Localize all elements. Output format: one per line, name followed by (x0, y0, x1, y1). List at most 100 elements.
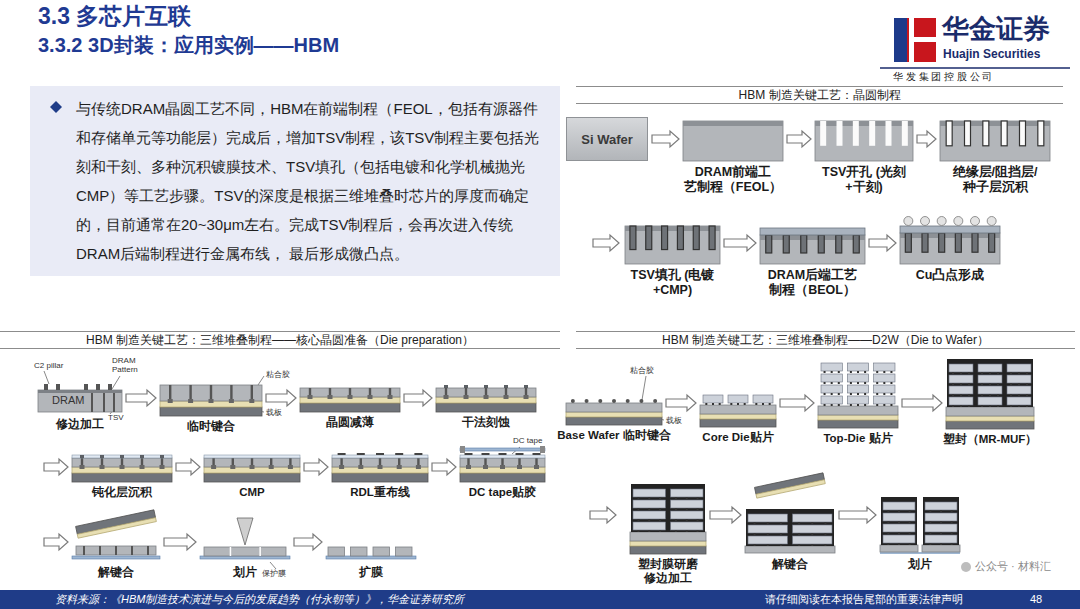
illustration-layer (853, 235, 859, 253)
step-illustration (72, 512, 160, 562)
illustration-layer (338, 453, 346, 455)
illustration-layer (838, 382, 840, 384)
illustration-layer (99, 546, 101, 555)
illustration-layer (416, 465, 421, 469)
illustration-layer (824, 522, 826, 524)
illustration-layer (631, 484, 705, 532)
illustration-layer (288, 465, 293, 469)
illustration-layer (96, 384, 100, 390)
illustration-layer (1018, 372, 1020, 374)
illustration-layer (1007, 386, 1031, 394)
leader-line (270, 562, 276, 569)
illustration-layer (436, 403, 536, 412)
illustration-layer (831, 371, 833, 373)
illustration-layer (883, 382, 885, 384)
illustration-layer (709, 226, 715, 250)
illustration-layer (686, 497, 688, 499)
illustration-layer (637, 519, 639, 521)
illustration-layer (84, 384, 88, 390)
illustration-layer (675, 497, 677, 499)
bump-symbol (971, 217, 980, 226)
illustration-layer (905, 233, 911, 252)
part-label: DRAM (52, 394, 84, 407)
part-label: 保护膜 (262, 569, 286, 578)
illustration-layer (864, 371, 866, 373)
illustration-layer (909, 18, 914, 62)
illustration-layer (388, 395, 393, 399)
illustration-layer (464, 385, 468, 388)
illustration-layer (659, 530, 661, 532)
illustration-layer (169, 385, 171, 401)
illustration-layer (760, 235, 865, 264)
bump-symbol (904, 217, 913, 226)
step-caption: TSV填孔 (电镀+CMP) (623, 268, 723, 298)
illustration-layer (900, 233, 1000, 264)
illustration-layer (1010, 394, 1012, 396)
illustration-layer (326, 556, 416, 559)
step-caption: DC tape贴胶 (458, 486, 548, 500)
step-caption: Cu凸点形成 (900, 268, 1000, 283)
watermark-icon (961, 562, 971, 572)
illustration-layer (633, 511, 666, 519)
illustration-layer (821, 385, 842, 393)
illustration-layer (373, 547, 390, 556)
illustration-layer (1018, 394, 1020, 396)
illustration-layer (968, 394, 970, 396)
illustration-layer (981, 405, 983, 407)
illustration-layer (857, 371, 859, 373)
illustration-layer (824, 371, 826, 373)
illustration-layer (946, 416, 1034, 421)
step-illustration (880, 486, 960, 554)
step-illustration (815, 117, 913, 161)
process-step: 晶圆减薄 (300, 384, 400, 430)
illustration-layer (898, 543, 900, 545)
illustration-layer (952, 383, 954, 385)
illustration-layer (981, 372, 983, 374)
illustration-layer (900, 226, 1000, 233)
illustration-layer (965, 121, 971, 146)
step-illustration (760, 222, 865, 264)
illustration-layer (793, 536, 833, 544)
step-illustration (300, 384, 400, 412)
process-step: Base Wafer 临时键合 (566, 380, 662, 443)
illustration-layer (754, 544, 756, 546)
process-step: 扩膜 (326, 524, 416, 580)
illustration-layer (876, 393, 878, 395)
illustration-layer (230, 385, 232, 401)
illustration-layer (960, 372, 962, 374)
illustration-layer (981, 383, 983, 385)
illustration-layer (997, 405, 999, 407)
illustration-layer (983, 121, 989, 146)
illustration-layer (499, 453, 507, 455)
process-arrow (787, 131, 811, 147)
illustration-layer (811, 533, 813, 535)
illustration-layer (189, 385, 191, 401)
illustration-layer (719, 403, 721, 405)
text-box: 与传统DRAM晶圆工艺不同，HBM在前端制程（FEOL，包括有源器件和存储单元等… (30, 86, 560, 276)
illustration-layer (831, 393, 833, 395)
illustration-layer (890, 404, 892, 406)
illustration-layer (902, 121, 908, 146)
illustration-layer (952, 394, 954, 396)
illustration-layer (847, 385, 868, 393)
process-arrow (724, 235, 756, 251)
step-caption: Base Wafer 临时键合 (548, 429, 680, 443)
step-illustration (940, 117, 1050, 161)
bump-symbol (954, 217, 963, 226)
illustration-layer (925, 524, 957, 532)
illustration-layer (946, 421, 1034, 429)
illustration-layer (929, 521, 931, 523)
illustration-layer (484, 395, 489, 399)
illustration-layer (925, 513, 957, 521)
illustration-layer (978, 386, 1002, 394)
illustration-layer (766, 235, 772, 253)
illustration-layer (671, 511, 704, 519)
step-illustration (72, 452, 172, 482)
illustration-layer (951, 543, 953, 545)
process-arrow (432, 459, 456, 475)
step-caption: 绝缘层/阻挡层/ 种子层沉积 (939, 165, 1051, 195)
illustration-layer (72, 556, 160, 559)
illustration-layer (748, 536, 788, 544)
illustration-layer (376, 453, 384, 455)
logo-icon (894, 18, 936, 62)
